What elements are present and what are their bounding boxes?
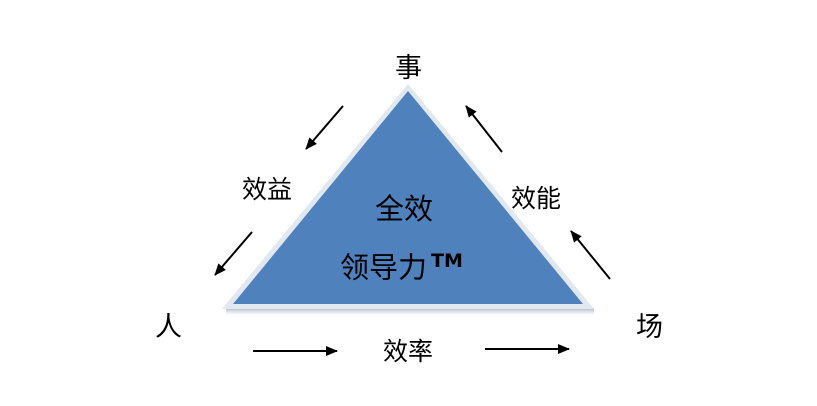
edge-left-label: 效益 <box>242 175 293 204</box>
arrow-left-edge-upper <box>305 105 344 150</box>
node-right-label: 场 <box>636 312 663 343</box>
arrow-right-edge-lower <box>570 230 611 280</box>
arrow-right-edge-upper <box>465 105 503 153</box>
trademark-mark: TM <box>431 250 463 272</box>
center-title-line1: 全效 <box>375 192 434 226</box>
triangle-shadow <box>226 308 594 317</box>
edge-bottom-label: 效率 <box>383 337 434 366</box>
center-title-line2-text: 领导力 <box>340 250 428 285</box>
blue-triangle <box>233 91 583 304</box>
node-top-label: 事 <box>395 53 422 84</box>
edge-right-label: 效能 <box>511 184 562 213</box>
arrow-left-edge-lower <box>214 231 253 276</box>
node-left-label: 人 <box>155 312 182 343</box>
